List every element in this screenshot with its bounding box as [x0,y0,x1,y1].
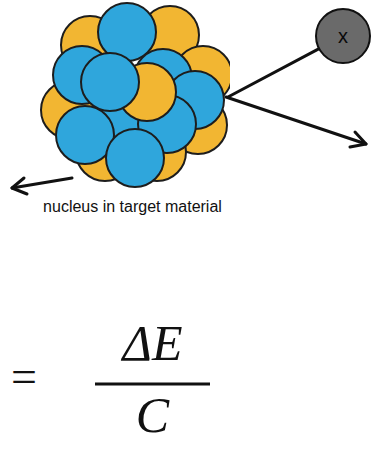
trajectory-line [228,49,319,97]
equals-sign: = [4,352,44,403]
outgoing-arrowhead [350,132,366,147]
neutron [81,53,139,111]
neutron [106,129,164,187]
particle-label: x [338,25,348,48]
fraction-bar [95,383,210,386]
particle-circle: x [315,8,371,64]
particle-body [316,9,370,63]
outgoing-line [226,97,366,144]
nucleus-cluster [35,0,230,192]
denominator: C [95,388,210,443]
recoil-arrowhead [12,178,27,194]
nucleus-node: nucleus in target material [35,0,230,250]
node-caption: nucleus in target material [35,196,230,218]
numerator: ΔE [95,316,210,371]
